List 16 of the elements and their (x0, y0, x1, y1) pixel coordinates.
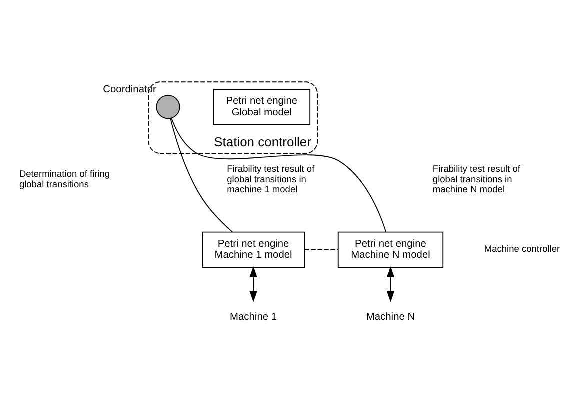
arrow (250, 266, 258, 302)
connector (170, 118, 233, 233)
connector (171, 118, 387, 233)
node-box: Petri net engine Machine N model (338, 232, 444, 268)
arrow (386, 266, 395, 302)
node-box: Petri net engine Global model (213, 89, 311, 126)
node-text: Machine 1 (230, 312, 278, 324)
node-box: Petri net engine Machine 1 model (202, 232, 305, 268)
label: Firability test result of global transitions in machine N model (432, 164, 520, 194)
label: Machine controller (484, 244, 560, 254)
node-text: Machine N (366, 312, 416, 324)
label: Determination of firing global transitions (19, 169, 110, 190)
node-label: Coordinator (103, 84, 156, 96)
label: Firability test result of global transitions in machine 1 model (227, 164, 315, 194)
node-circle (156, 95, 180, 120)
connector (304, 249, 339, 250)
